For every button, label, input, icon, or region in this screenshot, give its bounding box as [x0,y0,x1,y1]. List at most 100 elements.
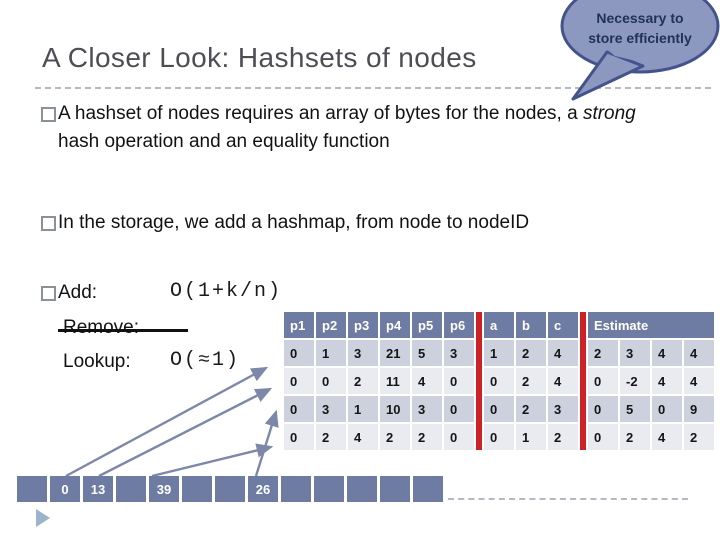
table-cell: 2 [380,424,410,450]
table-cell: 3 [620,340,650,366]
callout-bubble [560,0,720,101]
table-cell: 0 [444,396,474,422]
table-cell: 0 [484,396,514,422]
table-cell: 2 [412,424,442,450]
hash-array-cell: 39 [149,476,179,502]
table-cell: 4 [684,340,714,366]
table-header-cell: p6 [444,312,474,338]
table-cell: 2 [348,368,378,394]
table-cell: 3 [412,396,442,422]
table-header-cell: p5 [412,312,442,338]
callout-line1: Necessary to [596,10,684,26]
bullet2-text: In the storage, we add a hashmap, from n… [58,212,530,233]
slide-title: A Closer Look: Hashsets of nodes [42,42,477,73]
table-cell: 4 [652,368,682,394]
table-cell: 4 [652,340,682,366]
table-cell: 2 [516,396,546,422]
table-cell: 1 [316,340,346,366]
red-separator-2 [580,312,586,450]
bullet-square-3 [41,286,56,301]
bullet1-after: hash operation and an equality function [58,131,390,152]
op-add-label: Add: [58,282,98,303]
hash-array-cell [347,476,377,502]
table-header-cell: p1 [284,312,314,338]
hash-array-cell [17,476,47,502]
table-cell: 4 [548,340,578,366]
table-cell: 2 [588,340,618,366]
hash-array-cell: 26 [248,476,278,502]
op-lookup-label: Lookup: [63,351,131,372]
hash-array-cell [182,476,212,502]
table-cell: 3 [316,396,346,422]
callout-text: Necessary to store efficiently [558,8,720,48]
table-cell: 21 [380,340,410,366]
bottom-separator [448,498,688,500]
table-cell: 1 [348,396,378,422]
table-cell: 0 [444,424,474,450]
arrow-box26-to-row3 [254,409,279,477]
slide-footer-arrow-icon [36,509,50,527]
table-cell: 9 [684,396,714,422]
table-cell: 2 [516,368,546,394]
table-cell: 4 [412,368,442,394]
op-remove-label: Remove: [63,317,140,338]
table-cell: 0 [284,396,314,422]
table-header-cell: b [516,312,546,338]
table-cell: 2 [516,340,546,366]
table-cell: 2 [548,424,578,450]
remove-strikethrough [58,329,188,332]
hash-array-cell [116,476,146,502]
table-cell: 10 [380,396,410,422]
table-header-estimate: Estimate [588,312,714,338]
hash-array-cell: 13 [83,476,113,502]
table-cell: 5 [412,340,442,366]
table-cell: 0 [316,368,346,394]
arrow-box39-to-row4 [151,443,274,478]
table-cell: -2 [620,368,650,394]
hash-array-cell [413,476,443,502]
table-header-cell: a [484,312,514,338]
table-cell: 3 [444,340,474,366]
table-cell: 0 [284,340,314,366]
arrow-box13-to-row2 [98,387,273,478]
table-header-cell: p2 [316,312,346,338]
table-header-cell: c [548,312,578,338]
table-cell: 0 [284,424,314,450]
bullet-square-1 [41,107,56,122]
table-cell: 0 [284,368,314,394]
table-cell: 0 [588,396,618,422]
bullet1-text: A hashset of nodes requires an array of … [58,100,648,156]
bullet-square-2 [41,216,56,231]
op-lookup-complexity: O(≈1) [170,349,241,372]
title-separator [35,87,711,89]
hash-array-cell [314,476,344,502]
table-cell: 0 [588,368,618,394]
table-cell: 1 [516,424,546,450]
hash-array-cell [281,476,311,502]
table-cell: 4 [684,368,714,394]
hash-array-cell: 0 [50,476,80,502]
table-cell: 0 [588,424,618,450]
callout-line2: store efficiently [588,30,692,46]
table-cell: 2 [684,424,714,450]
table-cell: 11 [380,368,410,394]
hash-array-cell [215,476,245,502]
red-separator-1 [476,312,482,450]
hash-array-cell [380,476,410,502]
table-header-cell: p4 [380,312,410,338]
table-cell: 1 [484,340,514,366]
table-cell: 0 [444,368,474,394]
table-cell: 3 [548,396,578,422]
bullet1-before: A hashset of nodes requires an array of … [58,103,583,124]
table-cell: 3 [348,340,378,366]
table-cell: 4 [652,424,682,450]
bullet1-italic: strong [582,103,636,124]
arrow-box0-to-row1 [65,366,269,478]
table-cell: 5 [620,396,650,422]
table-cell: 2 [316,424,346,450]
table-header-cell: p3 [348,312,378,338]
table-cell: 4 [348,424,378,450]
